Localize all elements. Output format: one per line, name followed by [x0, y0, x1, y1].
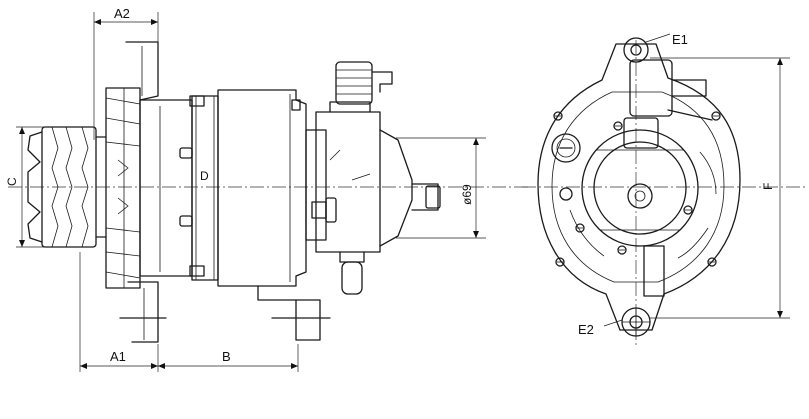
- e2-label: E2: [578, 322, 594, 337]
- f-label: F: [761, 183, 775, 190]
- e1-label: E1: [672, 32, 688, 47]
- front-housing: [139, 99, 193, 277]
- dim-phi69: ø69: [396, 137, 486, 239]
- fan: [105, 87, 141, 289]
- dim-a2: A2: [93, 6, 159, 140]
- rear-housing: [217, 89, 331, 341]
- pulley: [27, 126, 107, 248]
- b-label: B: [222, 349, 231, 364]
- front-view: F E1 E2: [522, 32, 806, 348]
- pump-body: [581, 129, 699, 247]
- c-label: C: [5, 177, 19, 186]
- top-ear: [623, 37, 649, 63]
- top-fitting: [629, 59, 673, 117]
- front-mount-ear: [119, 41, 167, 343]
- cooling-slots: [569, 151, 717, 259]
- d-label: D: [200, 169, 209, 183]
- dim-c: C: [5, 126, 44, 248]
- dim-a1-b: A1 B: [79, 252, 299, 372]
- stator: D: [189, 95, 219, 281]
- dim-f: F: [650, 57, 790, 319]
- a2-label: A2: [114, 6, 130, 21]
- vacuum-pump: [305, 61, 441, 295]
- side-view: D: [5, 6, 530, 372]
- terminal-b: [551, 133, 581, 163]
- shaft-hub: [627, 183, 653, 209]
- a1-label: A1: [110, 349, 126, 364]
- phi69-label: ø69: [460, 184, 474, 205]
- screws: [553, 111, 721, 267]
- inner-rim: [551, 91, 725, 283]
